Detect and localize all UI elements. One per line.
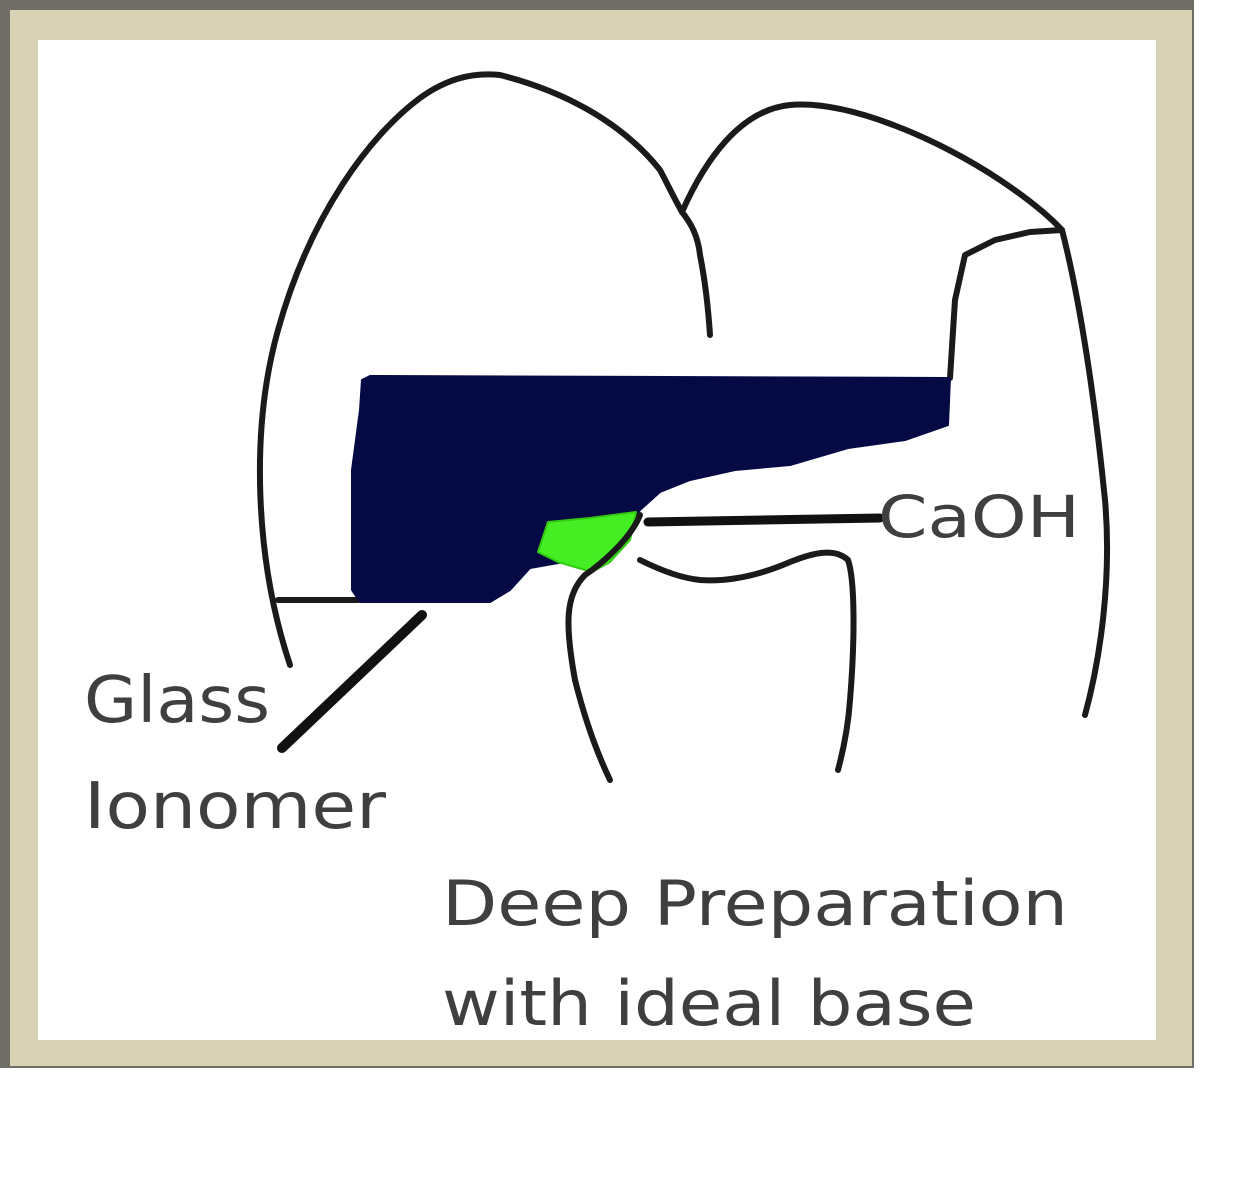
caoh-label: CaOH [878,483,1080,551]
distal-step-outline [947,227,1065,381]
bottom-blank-area [0,1068,1244,1200]
glass-ionomer-label-line2: Ionomer [84,770,387,844]
caption-line2: with ideal base [442,967,976,1040]
glass-ionomer-label-line1: Glass [84,664,270,738]
caoh-leader-line [643,513,885,527]
right-margin [1194,0,1244,1200]
pulp-chamber-outline [565,512,857,783]
central-fissure-line [679,209,713,338]
caption-line1: Deep Preparation [442,867,1068,940]
glass-ionomer-leader-line [277,610,427,753]
